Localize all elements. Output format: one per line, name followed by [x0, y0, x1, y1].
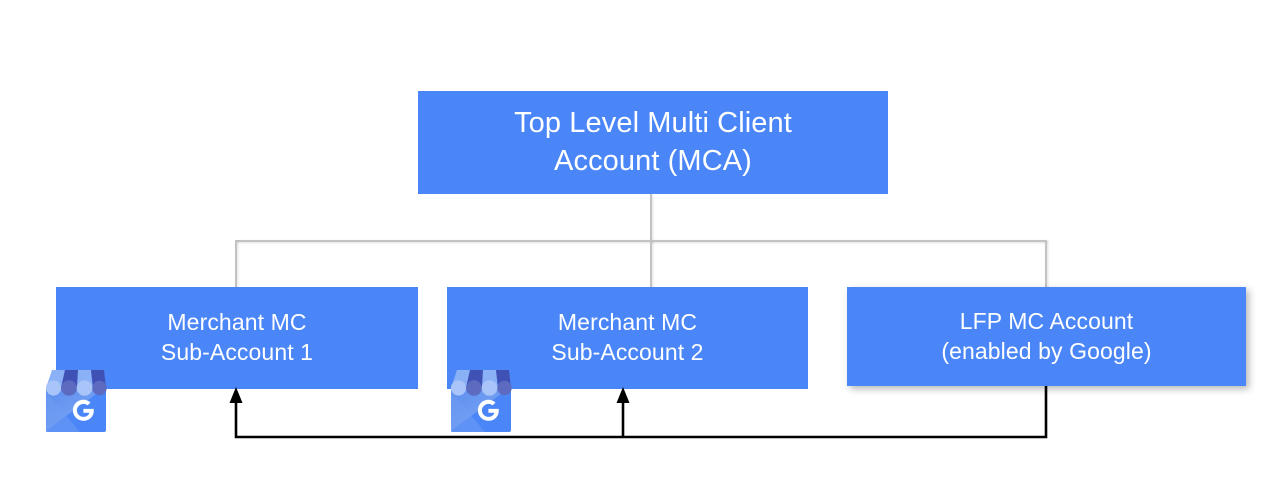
- arrowhead-sub1: [229, 387, 243, 403]
- node-lfp-mc-account-label: LFP MC Account (enabled by Google): [941, 307, 1152, 364]
- node-top-level-mca[interactable]: Top Level Multi Client Account (MCA): [418, 91, 888, 194]
- node-lfp-mc-account[interactable]: LFP MC Account (enabled by Google): [847, 287, 1246, 386]
- arrowhead-sub2: [616, 387, 630, 403]
- node-top-level-mca-label: Top Level Multi Client Account (MCA): [514, 106, 792, 177]
- connector-drop-sub1: [235, 240, 237, 288]
- connector-lfp-to-subaccounts: [229, 386, 1048, 439]
- connector-mca-stem: [650, 194, 652, 242]
- google-business-profile-icon: [45, 370, 107, 432]
- node-merchant-mc-sub-account-1[interactable]: Merchant MC Sub-Account 1: [56, 287, 418, 389]
- connector-drop-lfp: [1045, 240, 1047, 288]
- connector-distribution-bar: [235, 240, 1047, 242]
- node-merchant-mc-sub-account-1-label: Merchant MC Sub-Account 1: [160, 309, 314, 365]
- connector-drop-sub2: [650, 240, 652, 288]
- node-merchant-mc-sub-account-2-label: Merchant MC Sub-Account 2: [551, 309, 704, 365]
- google-business-profile-icon: [450, 370, 512, 432]
